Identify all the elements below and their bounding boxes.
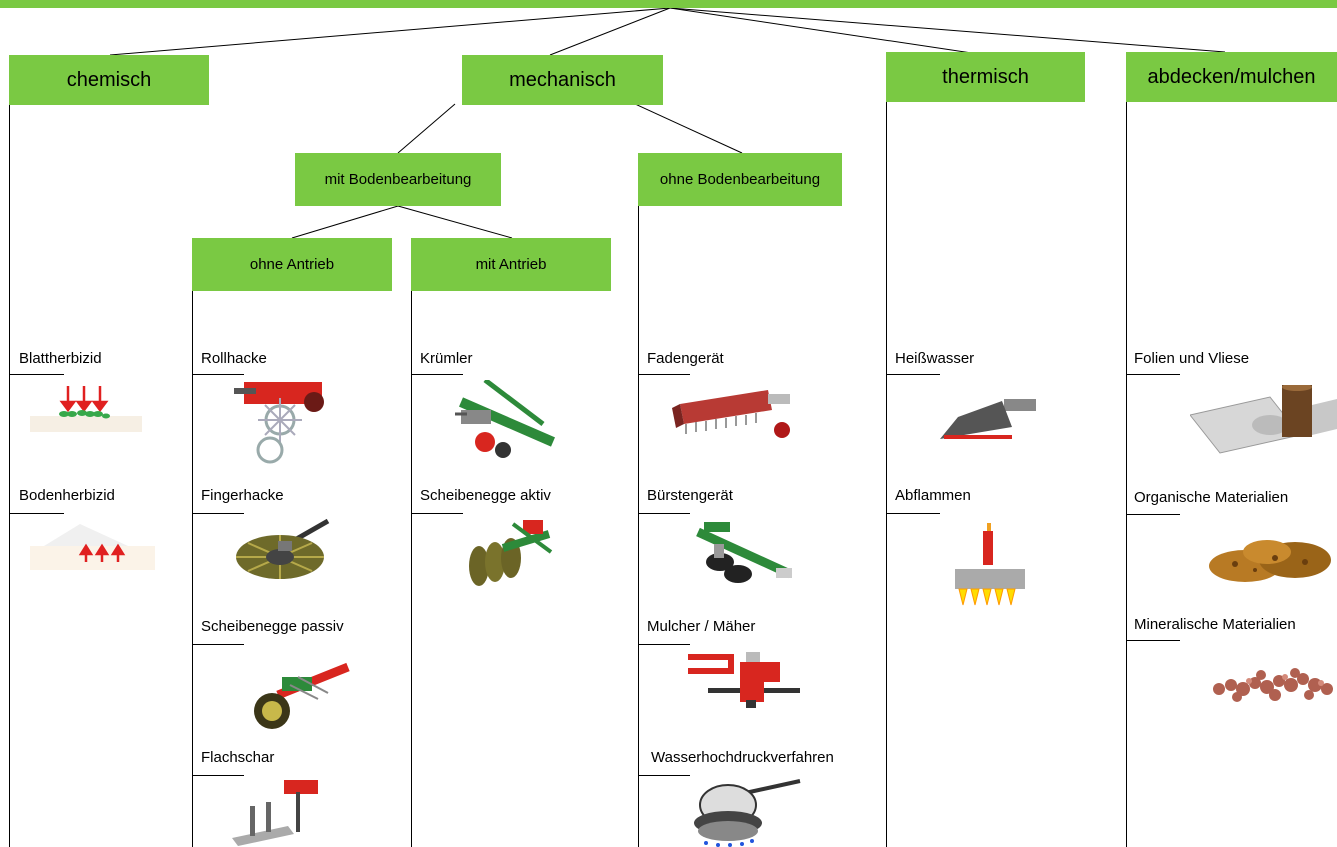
item-underline xyxy=(886,374,940,375)
fingerhacke-illustration xyxy=(236,518,330,579)
connector-mech-ohneboden xyxy=(634,103,743,154)
column-line-mit-antrieb xyxy=(411,291,412,847)
item-mulcher-maeher: Mulcher / Mäher xyxy=(647,618,756,635)
item-underline xyxy=(1126,374,1180,375)
rollhacke-illustration xyxy=(234,382,324,464)
item-mineralische-materialien: Mineralische Materialien xyxy=(1134,616,1296,633)
kruemler-illustration xyxy=(455,380,555,458)
column-line-abdecken xyxy=(1126,102,1127,847)
mineralische-materialien-illustration xyxy=(1213,668,1333,702)
connector-mech-mitboden xyxy=(397,103,456,154)
item-scheibenegge-aktiv: Scheibenegge aktiv xyxy=(420,487,551,504)
item-underline xyxy=(192,374,244,375)
category-chemisch: chemisch xyxy=(9,55,209,105)
column-line-ohne-bodenbearbeitung xyxy=(638,206,639,847)
connector-mitboden-mitantrieb xyxy=(397,205,513,239)
category-thermisch: thermisch xyxy=(886,52,1085,102)
item-wasserhochdruckverfahren: Wasserhochdruckverfahren xyxy=(651,749,834,766)
item-fingerhacke: Fingerhacke xyxy=(201,487,284,504)
item-underline xyxy=(1126,640,1180,641)
box-ohne-antrieb: ohne Antrieb xyxy=(192,238,392,291)
connector-root-mechanisch xyxy=(549,7,671,56)
connector-root-chemisch xyxy=(109,7,671,56)
abflammen-illustration xyxy=(955,523,1025,606)
item-abflammen: Abflammen xyxy=(895,487,971,504)
column-line-ohne-antrieb xyxy=(192,291,193,847)
item-underline xyxy=(411,374,463,375)
item-kruemler: Krümler xyxy=(420,350,473,367)
organische-materialien-illustration xyxy=(1209,540,1331,582)
item-folien-und-vliese: Folien und Vliese xyxy=(1134,350,1250,367)
item-underline xyxy=(638,644,690,645)
column-line-thermisch xyxy=(886,102,887,847)
wasserhochdruck-illustration xyxy=(694,779,801,847)
connector-root-thermisch xyxy=(669,7,986,56)
scheibenegge-aktiv-illustration xyxy=(469,520,553,586)
item-underline xyxy=(638,513,690,514)
heisswasser-illustration xyxy=(940,399,1036,439)
item-underline xyxy=(886,513,940,514)
category-mechanisch: mechanisch xyxy=(462,55,663,105)
item-underline xyxy=(638,374,690,375)
root-bar xyxy=(0,0,1337,8)
item-underline xyxy=(192,513,244,514)
item-underline xyxy=(192,644,244,645)
blattherbizid-illustration xyxy=(30,386,142,432)
item-underline xyxy=(411,513,463,514)
box-ohne-bodenbearbeitung: ohne Bodenbearbeitung xyxy=(638,153,842,206)
item-underline xyxy=(638,775,690,776)
box-mit-bodenbearbeitung: mit Bodenbearbeitung xyxy=(295,153,501,206)
item-buerstengeraet: Bürstengerät xyxy=(647,487,733,504)
buerstengeraet-illustration xyxy=(696,522,792,583)
item-scheibenegge-passiv: Scheibenegge passiv xyxy=(201,618,344,635)
column-line-chemisch xyxy=(9,105,10,847)
connector-root-abdecken xyxy=(669,7,1226,53)
item-organische-materialien: Organische Materialien xyxy=(1134,489,1289,506)
item-flachschar: Flachschar xyxy=(201,749,275,766)
item-bodenherbizid: Bodenherbizid xyxy=(19,487,115,504)
folien-und-vliese-illustration xyxy=(1190,385,1337,454)
mulcher-maeher-illustration xyxy=(688,652,800,708)
item-underline xyxy=(192,775,244,776)
scheibenegge-passiv-illustration xyxy=(254,662,350,729)
item-heisswasser: Heißwasser xyxy=(895,350,975,367)
item-underline xyxy=(9,513,64,514)
item-underline xyxy=(9,374,64,375)
connector-mitboden-ohneantrieb xyxy=(291,205,399,239)
flachschar-illustration xyxy=(232,780,318,846)
box-mit-antrieb: mit Antrieb xyxy=(411,238,611,291)
item-rollhacke: Rollhacke xyxy=(201,350,267,367)
fadengeraet-illustration xyxy=(672,390,790,438)
item-underline xyxy=(1126,514,1180,515)
category-abdecken-mulchen: abdecken/mulchen xyxy=(1126,52,1337,102)
bodenherbizid-illustration xyxy=(30,524,155,570)
item-fadengeraet: Fadengerät xyxy=(647,350,724,367)
item-blattherbizid: Blattherbizid xyxy=(19,350,102,367)
